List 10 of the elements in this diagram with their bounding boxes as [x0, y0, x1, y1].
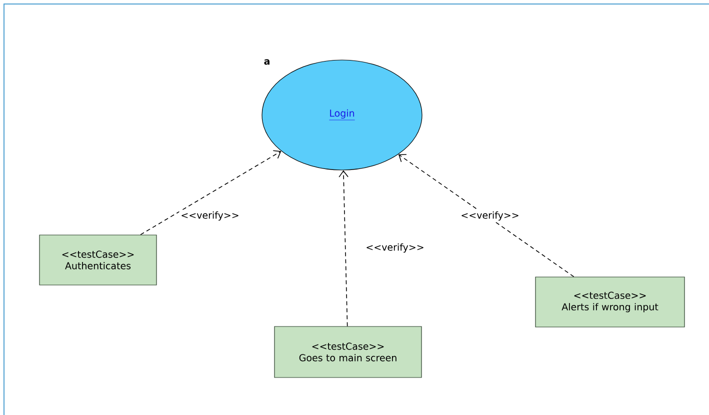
- arrow: [398, 154, 574, 278]
- edge-label: <<verify>>: [179, 210, 241, 222]
- test-case-box: <<testCase>> Alerts if wrong input: [535, 276, 685, 328]
- test-case-box: <<testCase>> Goes to main screen: [274, 326, 422, 378]
- test-case-box: <<testCase>> Authenticates: [39, 234, 157, 286]
- arrow: [140, 150, 282, 236]
- arrow: [338, 170, 348, 327]
- edge-label: <<verify>>: [459, 210, 521, 222]
- edge-label: <<verify>>: [364, 242, 426, 254]
- node-label: a: [264, 59, 270, 65]
